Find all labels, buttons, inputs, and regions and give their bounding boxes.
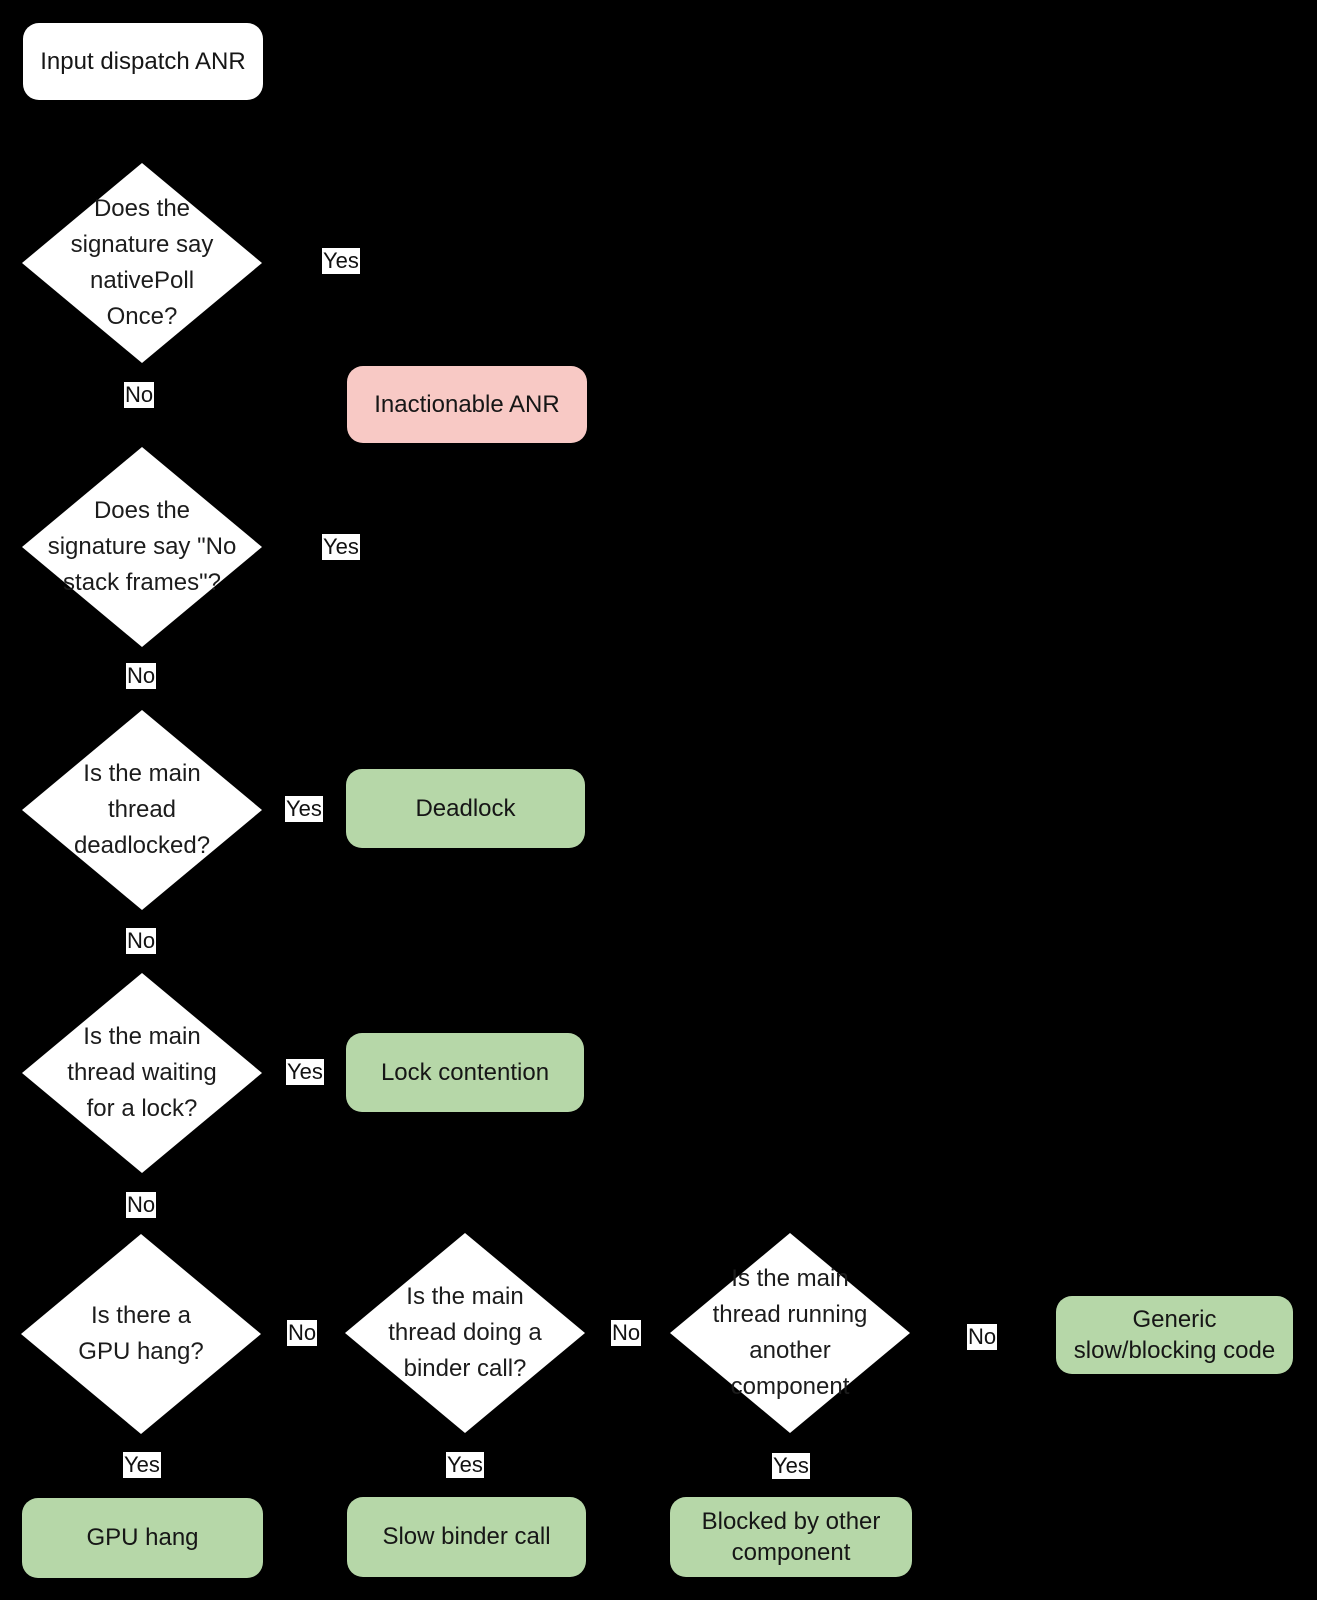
edge-label-no-another-component: No [967, 1324, 998, 1350]
decision-label: Does the signature say nativePoll Once? [70, 195, 214, 330]
decision-label: Is the main thread waiting for a lock? [67, 1023, 217, 1122]
edge-label-yes-another-component: Yes [772, 1453, 810, 1479]
outcome-label: Inactionable ANR [374, 390, 560, 418]
decision-label: Does the signature say "No stack frames"… [47, 497, 237, 596]
decision-label: Is the main thread doing a binder call? [388, 1283, 542, 1382]
edge-label-yes-binder-call: Yes [446, 1452, 484, 1478]
edge-label-no-binder-call: No [611, 1320, 642, 1346]
outcome-inactionable-anr: Inactionable ANR [347, 366, 587, 443]
edge-label-yes-deadlocked: Yes [285, 796, 323, 822]
decision-main-thread-deadlocked: Is the main thread deadlocked? [22, 710, 262, 910]
decision-native-poll-once: Does the signature say nativePoll Once? [22, 163, 262, 363]
decision-label: Is the main thread deadlocked? [73, 760, 211, 859]
edge-label-no-no-stack: No [126, 663, 157, 689]
outcome-label: Blocked by other component [701, 1507, 881, 1566]
decision-running-another-component: Is the main thread running another compo… [670, 1233, 910, 1433]
outcome-deadlock: Deadlock [346, 769, 585, 848]
start-node-input-dispatch-anr: Input dispatch ANR [23, 23, 263, 100]
decision-waiting-for-lock: Is the main thread waiting for a lock? [22, 973, 262, 1173]
outcome-blocked-by-other-component: Blocked by other component [670, 1497, 912, 1577]
edge-label-no-gpu-hang: No [287, 1320, 318, 1346]
outcome-slow-binder-call: Slow binder call [347, 1497, 586, 1577]
decision-label: Is there a GPU hang? [78, 1302, 204, 1365]
outcome-label: Slow binder call [382, 1523, 551, 1551]
decision-binder-call: Is the main thread doing a binder call? [345, 1233, 585, 1433]
edge-label-yes-no-stack: Yes [322, 534, 360, 560]
edge-label-yes-waiting-lock: Yes [286, 1059, 324, 1085]
outcome-label: Lock contention [380, 1058, 550, 1086]
decision-gpu-hang: Is there a GPU hang? [21, 1234, 261, 1434]
decision-label: Is the main thread running another compo… [712, 1265, 868, 1400]
outcome-gpu-hang: GPU hang [22, 1498, 263, 1578]
edge-label-no-waiting-lock: No [126, 1192, 157, 1218]
outcome-label: Generic slow/blocking code [1073, 1305, 1276, 1364]
outcome-label: GPU hang [86, 1524, 199, 1552]
edge-label-yes-native-poll: Yes [322, 248, 360, 274]
edge-label-no-native-poll: No [124, 382, 155, 408]
outcome-lock-contention: Lock contention [346, 1033, 584, 1112]
decision-no-stack-frames: Does the signature say "No stack frames"… [22, 447, 262, 647]
start-node-label: Input dispatch ANR [40, 47, 246, 75]
edge-label-no-deadlocked: No [126, 928, 157, 954]
outcome-generic-slow-blocking-code: Generic slow/blocking code [1056, 1296, 1293, 1374]
outcome-label: Deadlock [415, 794, 516, 822]
edge-label-yes-gpu-hang: Yes [123, 1452, 161, 1478]
